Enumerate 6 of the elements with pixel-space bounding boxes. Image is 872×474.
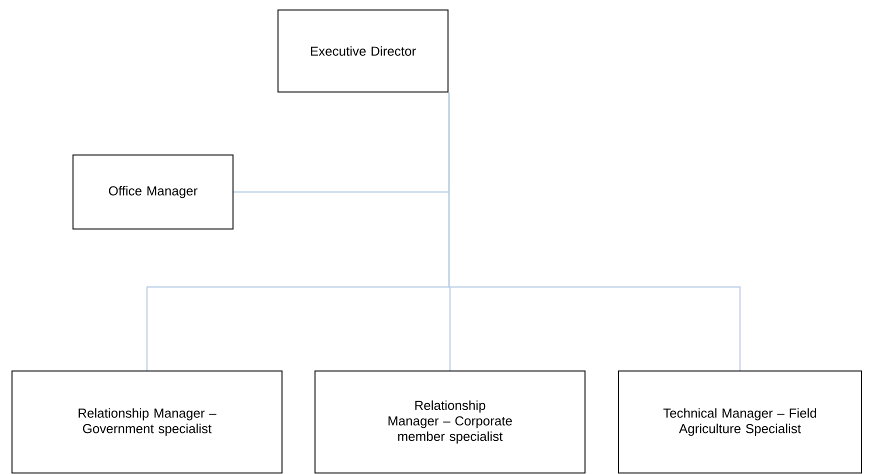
org-box: Office Manager [72,154,234,230]
org-box: Relationship Manager – Corporate member specialist [314,370,586,474]
connector-line [448,92,741,370]
org-box: Technical Manager – Field Agriculture Specialist [618,370,862,474]
org-box: Executive Director [278,10,448,92]
org-box: Relationship Manager – Government specialist [12,370,282,474]
